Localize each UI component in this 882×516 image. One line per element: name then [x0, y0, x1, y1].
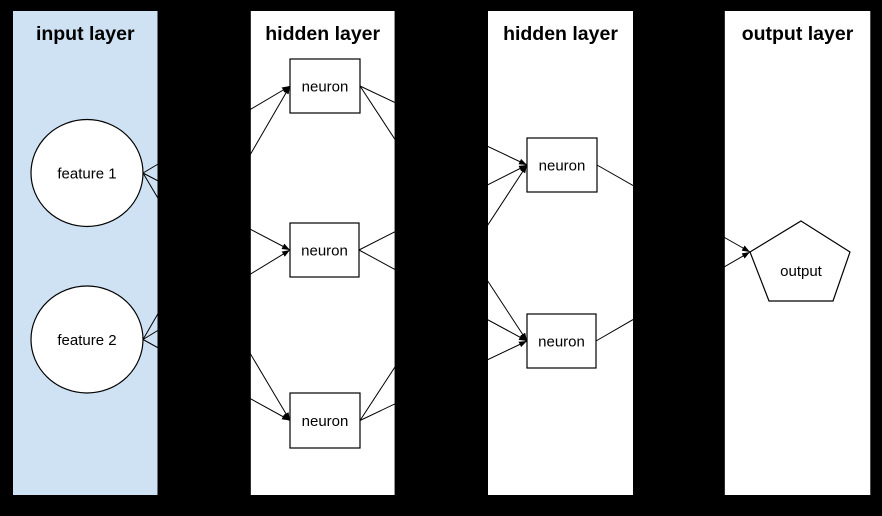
node-h1-neuron-2: [289, 222, 360, 278]
node-label-h2-neuron-1: neuron: [539, 158, 586, 175]
node-h1-neuron-3: [289, 392, 361, 449]
gap-cover-2: [633, 0, 725, 516]
node-label-h1-neuron-3: neuron: [302, 413, 349, 430]
node-feature-1: [30, 118, 144, 228]
node-label-feature-1: feature 1: [57, 166, 116, 183]
layer-panel-hidden-2: [488, 11, 633, 495]
panel-title-output: output layer: [742, 23, 854, 45]
panel-title-input: input layer: [36, 23, 135, 45]
panel-title-hidden-2: hidden layer: [503, 23, 618, 45]
node-label-output-node: output: [780, 263, 823, 280]
node-label-h1-neuron-2: neuron: [301, 243, 348, 260]
node-feature-2: [30, 285, 144, 394]
gap-cover-1: [394, 0, 488, 516]
panel-title-hidden-1: hidden layer: [265, 23, 380, 45]
node-h2-neuron-1: [526, 137, 598, 193]
node-label-h1-neuron-1: neuron: [302, 79, 349, 96]
gap-cover-0: [157, 0, 251, 516]
node-label-feature-2: feature 2: [57, 332, 116, 349]
gap-covers-group: [157, 0, 725, 516]
nodes-group: feature 1 feature 2 neuron neuron neuron neur…: [30, 58, 851, 449]
node-h1-neuron-1: [289, 58, 361, 114]
layer-panel-input: [13, 11, 158, 495]
node-label-h2-neuron-2: neuron: [538, 334, 585, 351]
node-output-node: [749, 220, 851, 302]
node-h2-neuron-2: [526, 313, 597, 369]
